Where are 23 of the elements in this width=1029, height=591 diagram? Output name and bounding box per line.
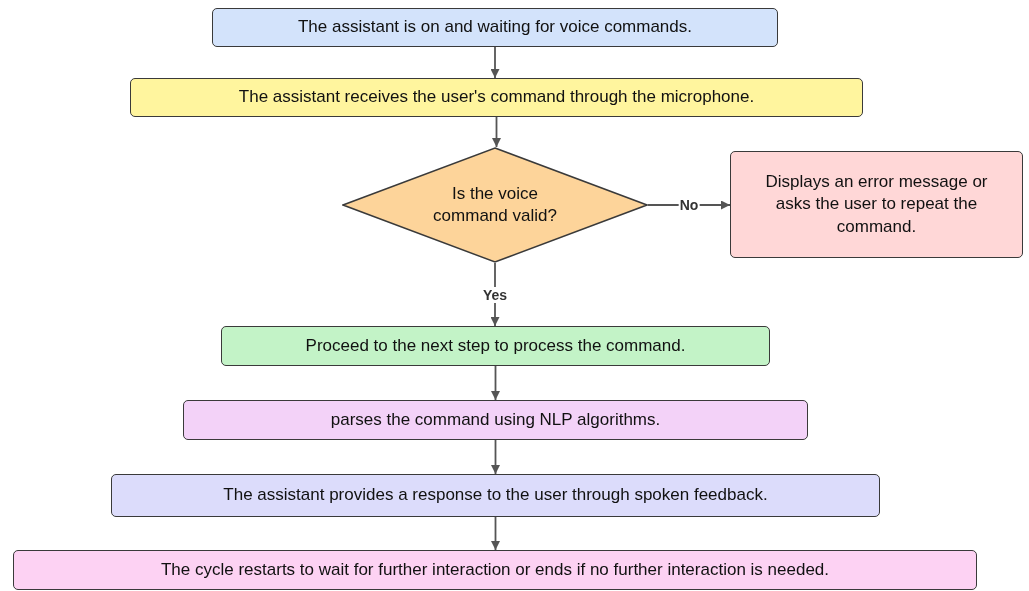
- process-box: [730, 151, 1023, 258]
- node-text: The assistant is on and waiting for voice commands.: [298, 16, 692, 39]
- edge-label: No: [678, 197, 700, 213]
- arrow: [491, 516, 500, 551]
- process-box: [212, 8, 778, 47]
- process-box: [130, 78, 863, 117]
- decision-diamond: [342, 147, 648, 263]
- process-box: [111, 474, 880, 517]
- arrow: [491, 365, 500, 401]
- node-text: The cycle restarts to wait for further interaction or ends if no further interaction is needed.: [160, 558, 829, 581]
- node-text: Proceed to the next step to process the command.: [305, 334, 686, 357]
- arrow: [490, 46, 500, 79]
- node-text: The assistant receives the user's command through the microphone.: [238, 86, 755, 109]
- node-text: parses the command using NLP algorithms.: [330, 408, 661, 431]
- edge-label: Yes: [481, 286, 509, 303]
- node-text: The assistant provides a response to the user through spoken feedback.: [223, 484, 768, 507]
- node-text: Is the voice command valid?: [432, 182, 558, 227]
- arrow: [491, 439, 500, 475]
- process-box: [183, 400, 808, 440]
- node-text: Displays an error message or asks the user to repeat the command.: [764, 171, 989, 238]
- arrow: [492, 116, 501, 148]
- process-box: [221, 326, 770, 366]
- process-box: [13, 550, 977, 590]
